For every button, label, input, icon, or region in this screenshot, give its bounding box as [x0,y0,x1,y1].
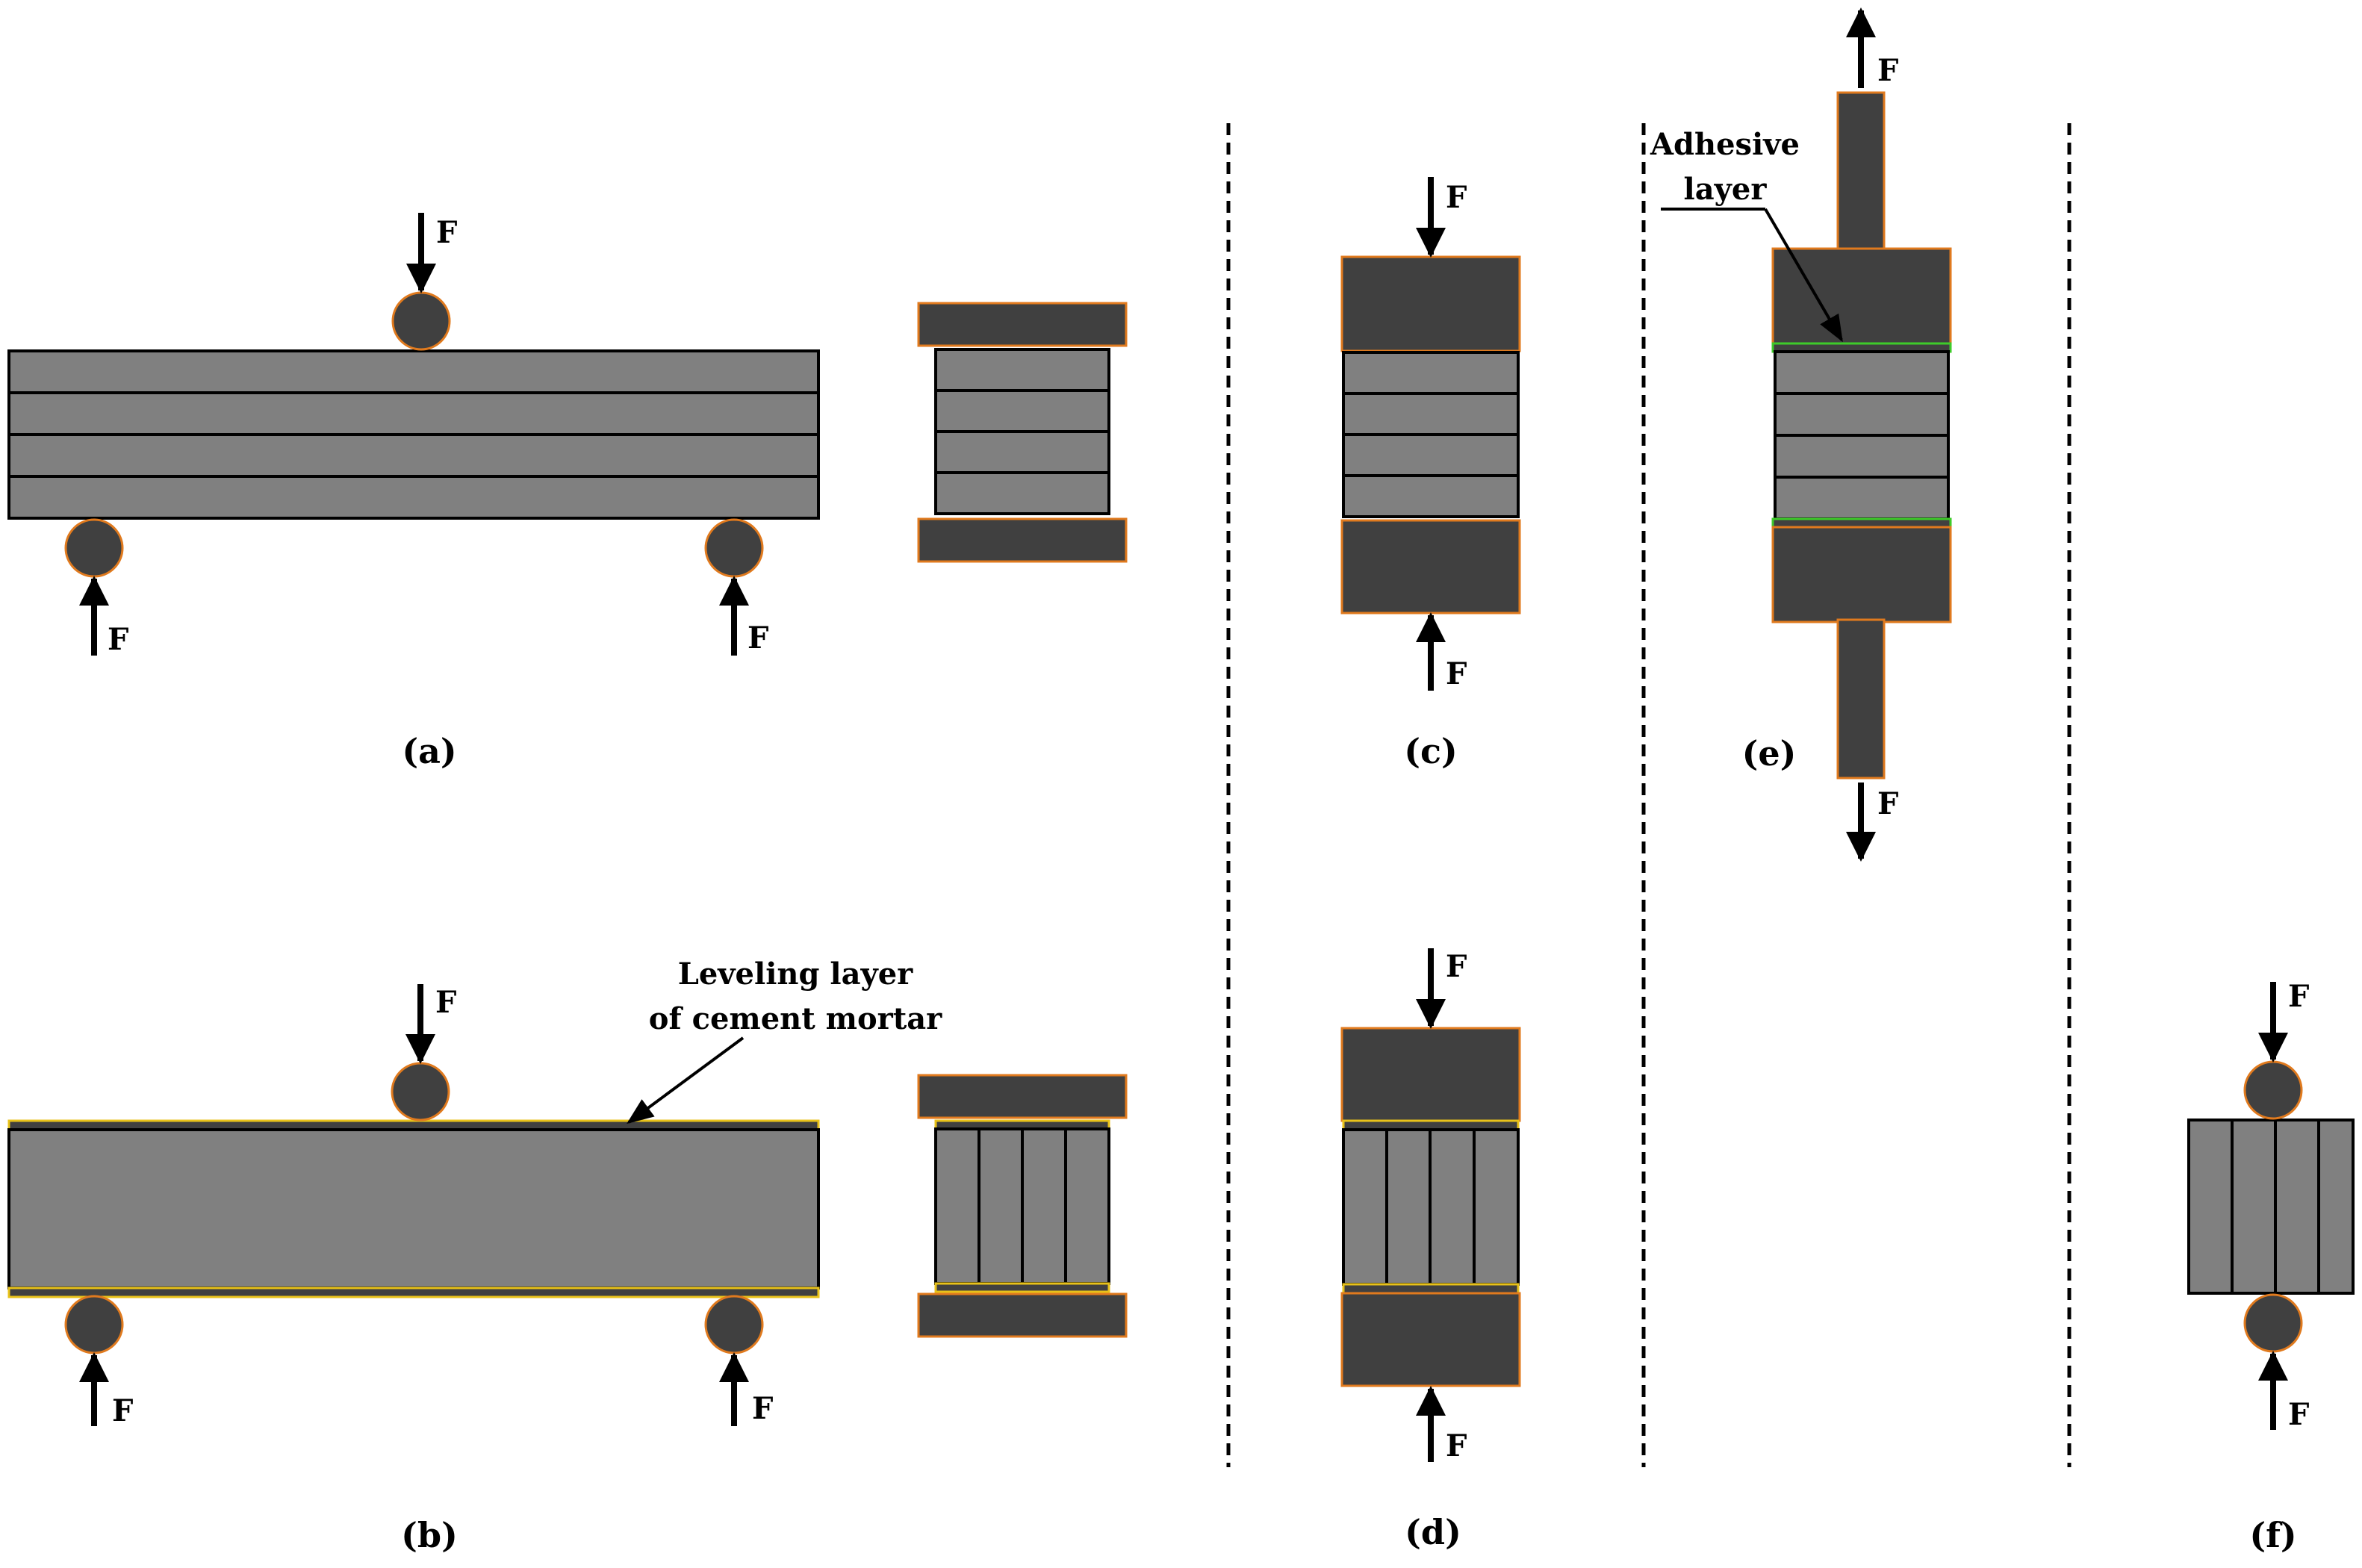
force-label: F [1877,786,1898,821]
adhesive-layer-bottom [1771,517,1952,529]
loading-plate [917,1074,1128,1119]
specimen-layer [1774,476,1950,520]
tension-head [1771,526,1952,623]
leveling-layer-label: Leveling layer [678,956,913,992]
force-label: F [1877,53,1898,88]
caption-a: (a) [402,731,456,771]
beam-layer [7,349,820,394]
panel-e: F F Adhesive layer (e) [1650,7,1952,862]
specimen-layer [1342,433,1520,477]
force-label: F [1446,656,1467,691]
specimen-strip [1385,1128,1432,1286]
force-label: F [1446,1428,1467,1463]
panel-c: F F (c) [1340,177,1521,771]
beam-layer [7,433,820,478]
tension-rod [1836,618,1886,780]
loading-plate [917,1292,1128,1338]
specimen-strip [2274,1119,2320,1295]
force-label: F [1446,180,1467,215]
specimen-strip [1473,1128,1520,1286]
specimen-layer [934,389,1110,433]
specimen-layer [934,430,1110,474]
beam-layer [7,391,820,436]
force-label: F [108,622,128,657]
specimen-strip [1021,1127,1067,1285]
panel-d: F F (d) [1340,948,1521,1552]
specimen-strip [2317,1119,2355,1295]
force-label: F [2288,1397,2309,1432]
loading-platen [1340,519,1521,615]
adhesive-layer-pointer [1764,208,1843,343]
specimen-layer [1774,392,1950,437]
loading-plate [917,517,1128,563]
specimen-layer [934,471,1110,515]
panel-f: F F (f) [2187,979,2355,1555]
force-label: F [2288,979,2309,1014]
caption-b: (b) [401,1515,458,1555]
mortar-layer-bottom [7,1287,820,1298]
loading-plate [917,302,1128,347]
force-label: F [112,1393,133,1428]
specimen-layer [1774,434,1950,479]
loading-roller [2243,1060,2303,1120]
force-label: F [436,215,457,250]
caption-d: (d) [1405,1512,1461,1552]
specimen-layer [1342,474,1520,518]
specimen-strip [1064,1127,1110,1285]
force-label: F [748,620,768,656]
specimen-strip [1429,1128,1476,1286]
adhesive-layer-label: Adhesive [1650,127,1800,162]
panel-a: F F F (a) [7,213,1128,771]
loading-platen [1340,1292,1521,1387]
specimen-layer [1342,392,1520,436]
beam-body [7,1128,820,1289]
specimen-strip [2231,1119,2277,1295]
caption-c: (c) [1404,731,1458,771]
specimen-layer [934,348,1110,392]
support-roller [704,1295,764,1354]
specimen-layer [1774,350,1950,395]
loading-platen [1340,255,1521,352]
support-roller [64,518,124,578]
leveling-layer-label: of cement mortar [649,1001,942,1036]
force-label: F [435,985,456,1020]
tension-head [1771,247,1952,345]
beam-layer [7,475,820,520]
support-roller [64,1295,124,1354]
support-roller [704,518,764,578]
caption-e: (e) [1742,733,1797,774]
mortar-layer [934,1282,1110,1293]
specimen-strip [934,1127,980,1285]
force-label: F [1446,949,1467,984]
support-roller [2243,1293,2303,1353]
force-label: F [752,1391,773,1426]
tension-rod [1836,91,1886,252]
panel-b: F F F Leveling layer of cement mortar (b… [7,956,1128,1555]
mortar-layer [1342,1283,1520,1295]
loading-platen [1340,1027,1521,1122]
loading-roller [391,1062,450,1121]
adhesive-layer-label: layer [1684,172,1768,207]
loading-roller [391,291,451,351]
specimen-strip [1342,1128,1388,1286]
specimen-layer [1342,351,1520,395]
specimen-strip [2187,1119,2234,1295]
specimen-strip [978,1127,1024,1285]
leveling-layer-pointer [627,1036,745,1124]
caption-f: (f) [2249,1515,2296,1555]
